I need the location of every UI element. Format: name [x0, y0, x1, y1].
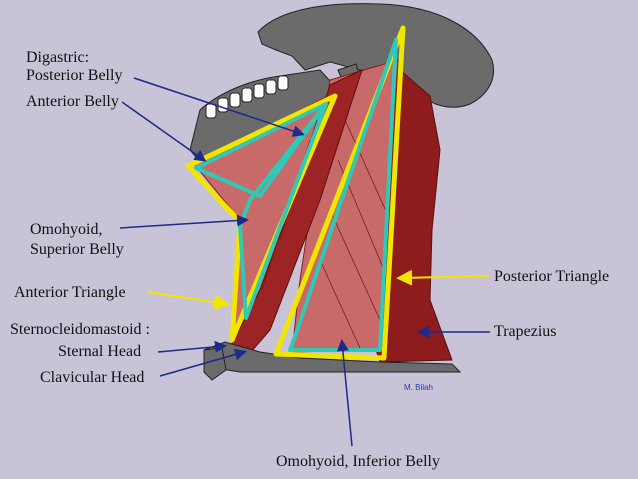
label-omohyoid-superior-2: Superior Belly — [30, 241, 124, 258]
teeth — [205, 75, 289, 119]
sternum-shape — [203, 347, 227, 381]
label-digastric: Digastric: — [26, 49, 89, 66]
pointer-omohyoid-inferior — [336, 339, 353, 447]
pointer-posterior-triangle — [396, 269, 491, 286]
label-anterior-triangle: Anterior Triangle — [14, 284, 126, 301]
label-posterior-triangle: Posterior Triangle — [494, 268, 609, 285]
signature: M. Bilah — [404, 383, 433, 392]
label-omohyoid-superior-1: Omohyoid, — [30, 221, 102, 238]
posterior-triangle-outline — [273, 25, 406, 361]
pointer-sternal-head — [157, 340, 227, 353]
label-clavicular-head: Clavicular Head — [40, 369, 144, 386]
pointer-posterior-belly — [133, 77, 305, 137]
label-sternal-head: Sternal Head — [58, 343, 141, 360]
occipital-triangle-outline — [288, 38, 398, 352]
clavicle-shape — [203, 341, 462, 373]
submandibular-triangle-outline — [194, 102, 328, 198]
anterior-triangle-outline — [185, 93, 338, 343]
label-sternocleidomastoid: Sternocleidomastoid : — [10, 321, 150, 338]
pointer-clavicular-head — [159, 348, 247, 377]
pointer-anterior-triangle — [147, 291, 230, 311]
label-trapezius: Trapezius — [494, 323, 557, 340]
yellow-pointer-lines — [147, 269, 491, 311]
pointer-anterior-belly — [121, 101, 207, 162]
label-anterior-belly: Anterior Belly — [26, 93, 119, 110]
pointer-omohyoid-superior — [119, 214, 249, 229]
label-omohyoid-inferior: Omohyoid, Inferior Belly — [276, 453, 440, 470]
pointer-lines — [119, 77, 490, 447]
label-posterior-belly: Posterior Belly — [26, 67, 122, 84]
